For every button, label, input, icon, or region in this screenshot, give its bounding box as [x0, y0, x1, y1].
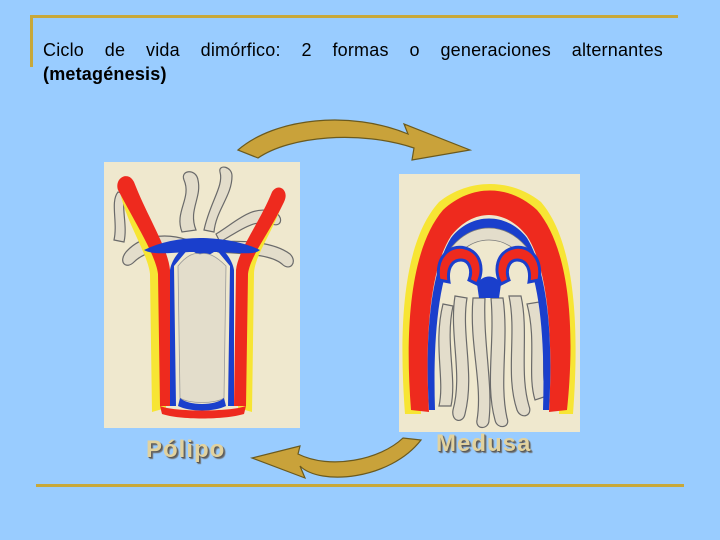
title-line-1: Ciclo de vida dimórfico: 2 formas o gene… — [43, 40, 663, 60]
slide-title: Ciclo de vida dimórfico: 2 formas o gene… — [43, 38, 663, 86]
medusa-label: Medusa — [436, 430, 532, 457]
medusa-illustration — [399, 174, 580, 432]
polyp-label: Pólipo — [146, 436, 226, 463]
frame-left-line — [30, 15, 33, 67]
title-line-2: (metagénesis) — [43, 64, 167, 84]
frame-bottom-line — [36, 484, 684, 487]
polyp-illustration — [104, 162, 300, 428]
frame-top-line — [30, 15, 678, 18]
